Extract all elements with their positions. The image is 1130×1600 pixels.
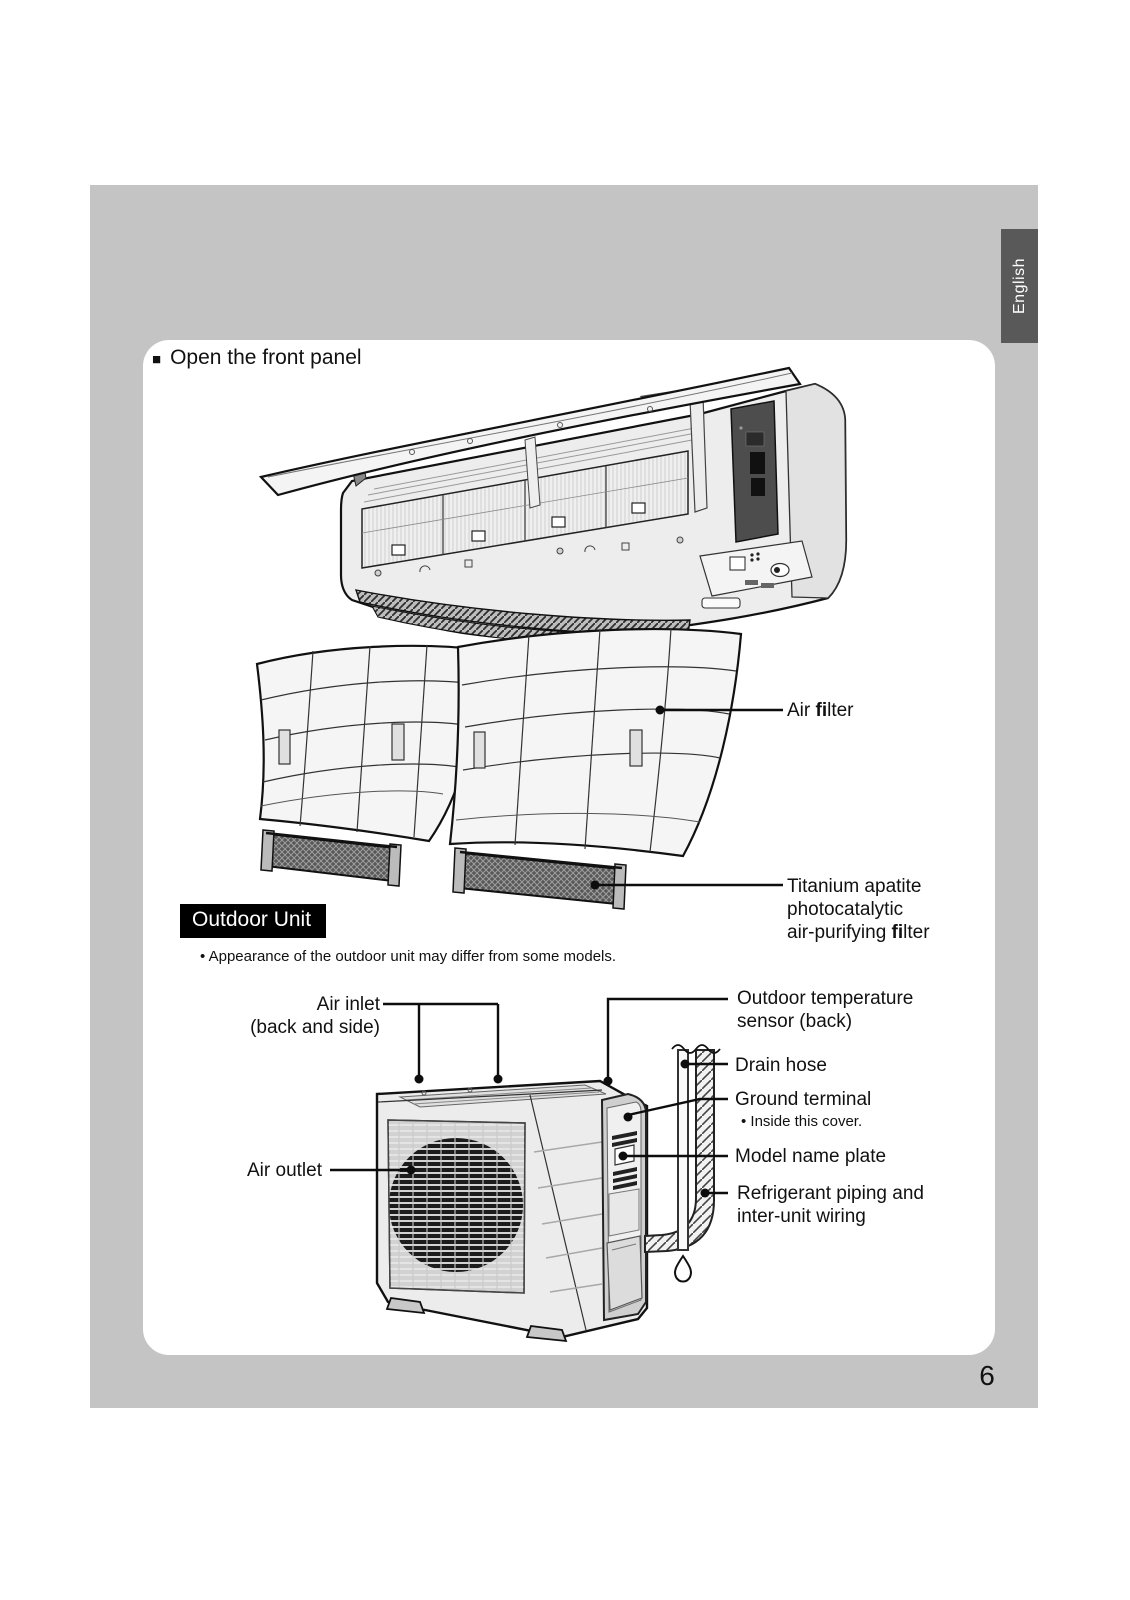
section-heading-outdoor-unit: Outdoor Unit (180, 904, 327, 938)
outdoor-unit-note: • Appearance of the outdoor unit may dif… (200, 948, 617, 965)
label-model-name-plate: Model name plate (735, 1146, 887, 1167)
label-air-outlet: Air outlet (247, 1160, 322, 1181)
page-number: 6 (979, 1360, 995, 1391)
label-air-filter: Air filter (787, 700, 854, 721)
label-air-inlet: Air inlet (back and side) (250, 994, 380, 1038)
label-titanium-filter: Titanium apatite photocatalytic air-puri… (787, 876, 930, 943)
label-drain-hose: Drain hose (735, 1055, 827, 1076)
square-bullet-icon: ■ (152, 350, 162, 368)
label-outdoor-temp-sensor: Outdoor temperature sensor (back) (737, 988, 914, 1032)
section-heading-open-front-panel: ■ Open the front panel (152, 346, 362, 370)
language-tab-label: English (1010, 258, 1028, 314)
language-tab: English (1001, 229, 1038, 343)
label-ground-terminal: Ground terminal (735, 1089, 872, 1110)
ground-terminal-note: • Inside this cover. (741, 1113, 863, 1130)
heading-text: Open the front panel (170, 346, 362, 369)
label-refrigerant-piping: Refrigerant piping and inter-unit wiring (737, 1183, 924, 1227)
